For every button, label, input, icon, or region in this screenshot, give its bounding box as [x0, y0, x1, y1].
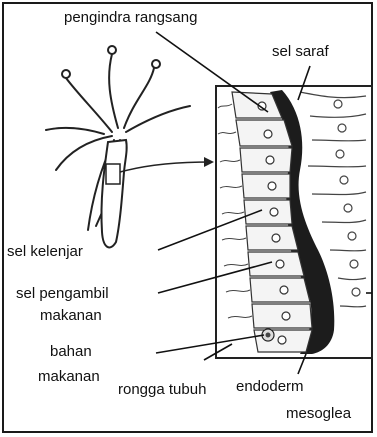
label-feeding-cell-line1: sel pengambil	[16, 285, 109, 302]
hydra-organism	[46, 46, 190, 247]
label-body-cavity: rongga tubuh	[118, 381, 206, 398]
leader-sensory-receptor	[156, 32, 268, 112]
label-sensory-receptor: pengindra rangsang	[64, 9, 197, 26]
label-food-material-line2: makanan	[38, 368, 100, 385]
label-food-material-line1: bahan	[50, 343, 92, 360]
tissue-section	[216, 86, 372, 358]
magnify-arrow	[120, 157, 214, 172]
label-gland-cell: sel kelenjar	[7, 243, 83, 260]
label-mesoglea: mesoglea	[286, 405, 351, 422]
label-nerve-cell: sel saraf	[272, 43, 329, 60]
label-endoderm: endoderm	[236, 378, 304, 395]
label-feeding-cell-line2: makanan	[40, 307, 102, 324]
